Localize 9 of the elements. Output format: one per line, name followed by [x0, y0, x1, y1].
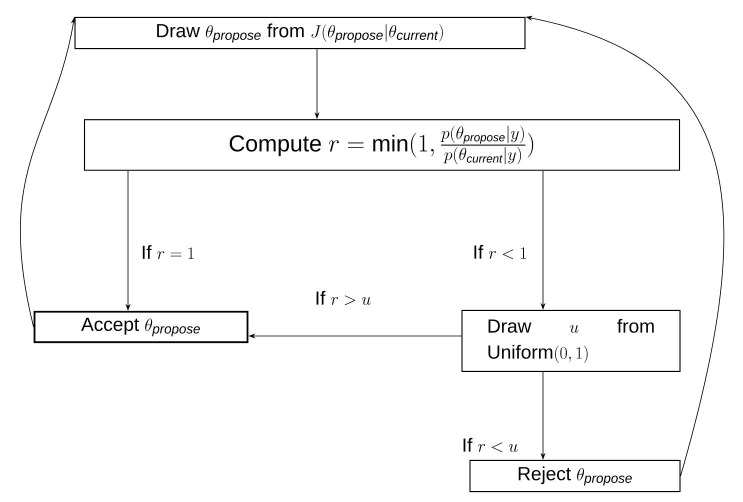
process-box: $\text{Draw }\theta_{\mathit{propose}}\text{ from }J(\theta_{\mathit{propose}}|\theta_{\mathit{current}})$	[74, 16, 526, 50]
edge-label: $\text{If }r<u$	[460, 436, 520, 454]
edge-label: $\text{If }r>u$	[314, 290, 372, 306]
process-box: $\begin{aligned}&\text{Draw}\qquad u\qquad\text{from}\\&\text{Uniform}(0,1)\end{aligned}$	[461, 310, 681, 372]
process-box: $\text{Compute }r=\min(1,\frac{p(\theta_{\mathit{propose}}|y)}{p(\theta_{\mathit{current}}|y)})$	[84, 119, 680, 171]
edge-label: $\text{If }r=1$	[140, 244, 196, 260]
process-box: $\text{Reject }\theta_{\mathit{propose}}$	[469, 460, 681, 492]
process-box: $\text{Accept }\theta_{\mathit{propose}}$	[34, 310, 248, 344]
edge-label: $\text{If }r<1$	[472, 244, 528, 260]
